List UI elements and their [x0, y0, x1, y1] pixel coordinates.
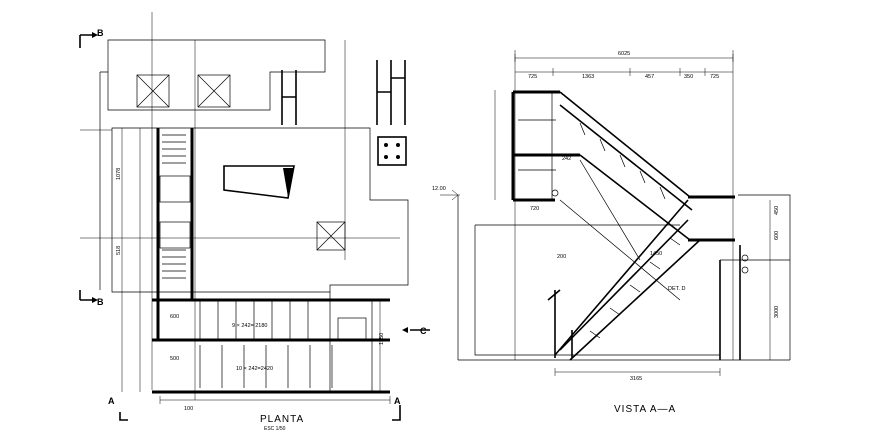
plan-dim-500: 500 — [170, 356, 179, 362]
section-height-1: 3000 — [774, 306, 780, 318]
floor-plan: B B A A C 9 × 242= 2180 10 × 242=2420 60… — [79, 12, 430, 432]
section-dim-242: 242 — [562, 156, 571, 162]
section-title: VISTA A—A — [614, 404, 676, 415]
plan-dim-100: 100 — [184, 406, 193, 412]
section-overall-width: 6025 — [618, 51, 630, 57]
section-dim-1450: 1450 — [650, 251, 662, 257]
section-level-mark: 12.00 — [432, 186, 446, 192]
plan-dim-1078: 1078 — [116, 168, 122, 180]
section-dim-200: 200 — [557, 254, 566, 260]
section-mark-c: C — [420, 326, 427, 336]
section-mark-b-top: B — [97, 28, 104, 38]
section-seg-2: 1363 — [582, 74, 594, 80]
section-detail: DET. D — [668, 286, 685, 292]
section-dim-450: 450 — [774, 206, 780, 215]
plan-dim-518: 518 — [116, 246, 122, 255]
section-mark-b-bottom: B — [97, 297, 104, 307]
section-dim-720: 720 — [530, 206, 539, 212]
plan-title: PLANTA — [260, 414, 304, 425]
plan-dim-1250: 1250 — [379, 333, 385, 345]
section-mark-a-right: A — [394, 396, 401, 406]
section-dim-600: 600 — [774, 231, 780, 240]
section-seg-4: 350 — [684, 74, 693, 80]
section-seg-5: 725 — [710, 74, 719, 80]
section-seg-3: 457 — [645, 74, 654, 80]
section-view: 6025 725 1363 457 350 725 3165 3000 12.0… — [432, 50, 791, 415]
plan-dim-600: 600 — [170, 314, 179, 320]
stair-formula-2: 10 × 242=2420 — [236, 366, 273, 372]
section-seg-1: 725 — [528, 74, 537, 80]
stair-formula-1: 9 × 242= 2180 — [232, 323, 267, 329]
plan-scale: ESC 1/50 — [264, 426, 286, 432]
section-bottom-width: 3165 — [630, 376, 642, 382]
section-mark-a-left: A — [108, 396, 115, 406]
